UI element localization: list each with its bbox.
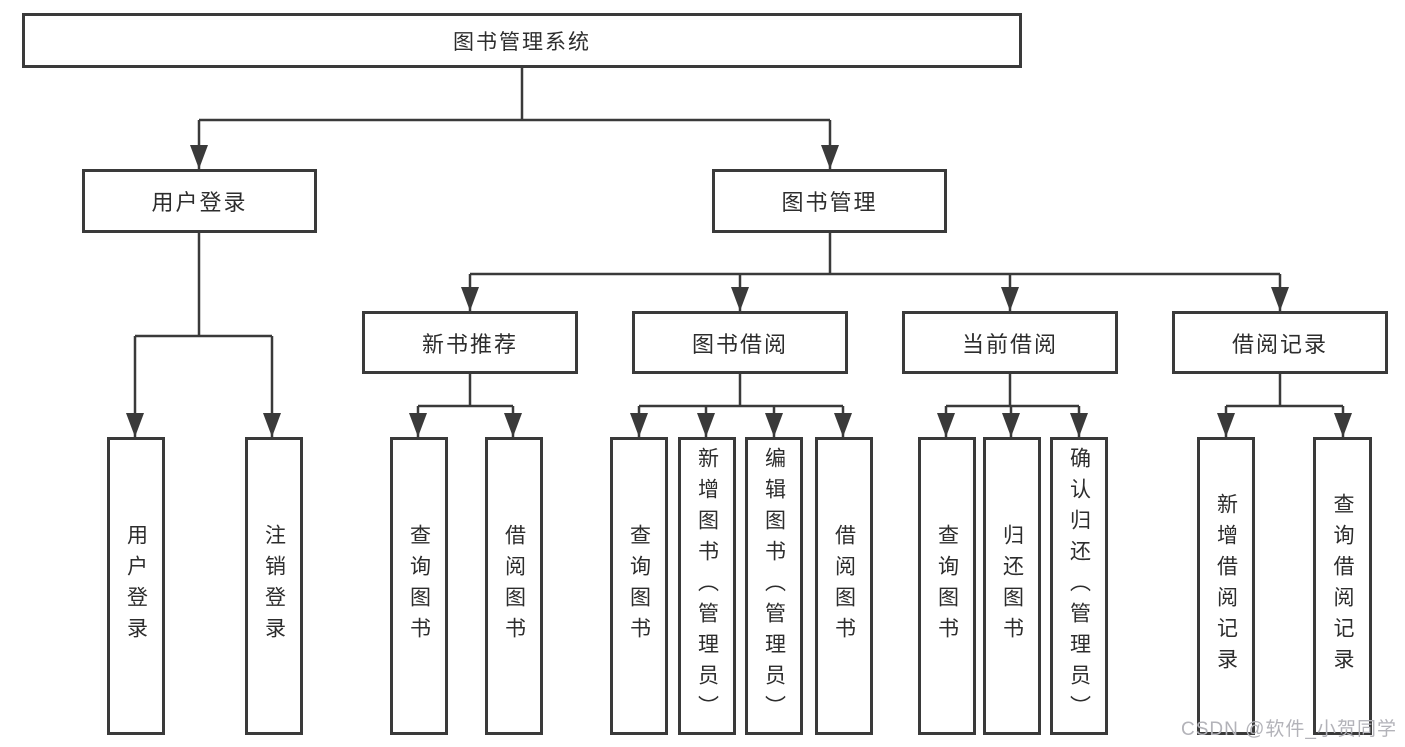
leaf-add-book-admin-label: 新增图书（管理员）	[695, 446, 719, 726]
leaf-query-books-borrow: 查询图书	[610, 437, 668, 735]
node-borrow-records: 借阅记录	[1172, 311, 1388, 374]
leaf-add-borrow-record-label: 新增借阅记录	[1214, 493, 1238, 679]
leaf-query-books-recommend: 查询图书	[390, 437, 448, 735]
leaf-add-book-admin: 新增图书（管理员）	[678, 437, 736, 735]
edge-book-management-distributor	[470, 233, 1280, 276]
leaf-return-book-label: 归还图书	[1000, 524, 1024, 648]
node-book-management-label: 图书管理	[781, 190, 878, 215]
leaf-edit-book-admin: 编辑图书（管理员）	[745, 437, 803, 735]
edge-borrow-distributor	[639, 374, 843, 408]
node-book-borrow-label: 图书借阅	[691, 331, 788, 357]
csdn-watermark: CSDN @软件_小贺同学	[1181, 719, 1397, 740]
leaf-user-login: 用户登录	[107, 437, 165, 735]
node-current-borrow: 当前借阅	[902, 311, 1118, 374]
leaf-edit-book-admin-label: 编辑图书（管理员）	[762, 446, 786, 726]
node-borrow-records-label: 借阅记录	[1231, 331, 1328, 357]
leaf-confirm-return-admin-label: 确认归还（管理员）	[1067, 446, 1091, 726]
node-user-login-branch: 用户登录	[82, 169, 317, 233]
leaf-query-borrow-record-label: 查询借阅记录	[1331, 493, 1354, 679]
leaf-confirm-return-admin: 确认归还（管理员）	[1050, 437, 1108, 735]
leaf-logout-login: 注销登录	[245, 437, 303, 735]
edge-root-distributor	[199, 68, 830, 122]
leaf-logout-login-label: 注销登录	[262, 524, 286, 648]
node-root-system: 图书管理系统	[22, 13, 1022, 68]
node-user-login-label: 用户登录	[151, 190, 248, 215]
edge-records-distributor	[1226, 374, 1343, 408]
leaf-query-books-recommend-label: 查询图书	[407, 524, 431, 648]
edge-user-login-distributor	[135, 233, 272, 338]
leaf-query-books-current: 查询图书	[918, 437, 976, 735]
leaf-query-books-borrow-label: 查询图书	[627, 524, 651, 648]
node-new-book-recommend: 新书推荐	[362, 311, 578, 374]
leaf-query-books-current-label: 查询图书	[935, 524, 959, 648]
node-book-borrow: 图书借阅	[632, 311, 848, 374]
node-root-label: 图书管理系统	[453, 30, 591, 54]
leaf-borrow-book: 借阅图书	[815, 437, 873, 735]
edge-current-distributor	[946, 374, 1079, 408]
node-current-borrow-label: 当前借阅	[961, 331, 1058, 357]
leaf-add-borrow-record: 新增借阅记录	[1197, 437, 1255, 735]
leaf-borrow-books-recommend-label: 借阅图书	[502, 524, 526, 648]
edge-recommend-distributor	[418, 374, 513, 408]
leaf-borrow-book-label: 借阅图书	[832, 524, 856, 648]
leaf-user-login-label: 用户登录	[124, 524, 148, 648]
node-book-management: 图书管理	[712, 169, 947, 233]
leaf-borrow-books-recommend: 借阅图书	[485, 437, 543, 735]
leaf-query-borrow-record: 查询借阅记录	[1313, 437, 1372, 735]
node-new-book-recommend-label: 新书推荐	[421, 331, 518, 357]
leaf-return-book: 归还图书	[983, 437, 1041, 735]
